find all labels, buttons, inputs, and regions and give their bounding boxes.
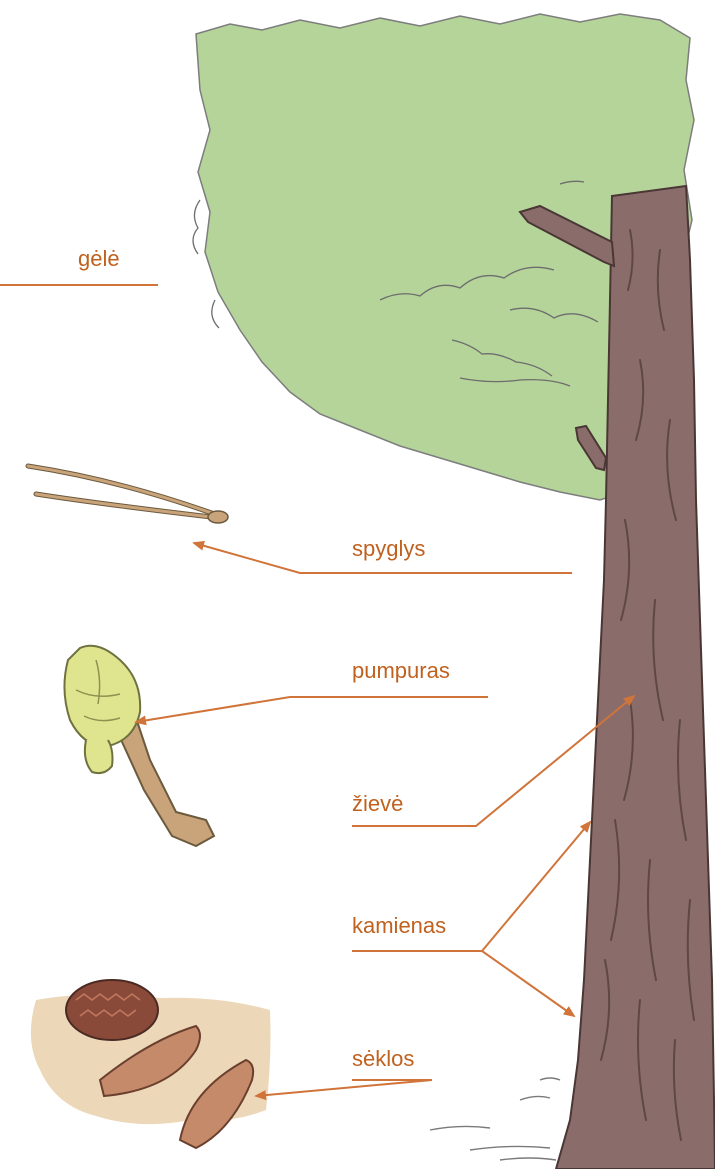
bud-icon (64, 646, 214, 846)
label-pumpuras: pumpuras (352, 658, 450, 684)
seeds-icon (31, 980, 271, 1148)
kamienas-leader-line-down (482, 951, 574, 1016)
label-spyglys: spyglys (352, 536, 425, 562)
label-kamienas: kamienas (352, 913, 446, 939)
seklos-leader-line (256, 1080, 432, 1096)
label-gele: gėlė (78, 246, 120, 272)
pumpuras-leader-line (136, 697, 488, 722)
label-seklos: sėklos (352, 1046, 414, 1072)
pine-needle-icon (28, 466, 228, 523)
ground-strokes (430, 1078, 560, 1160)
label-zieve: žievė (352, 791, 403, 817)
